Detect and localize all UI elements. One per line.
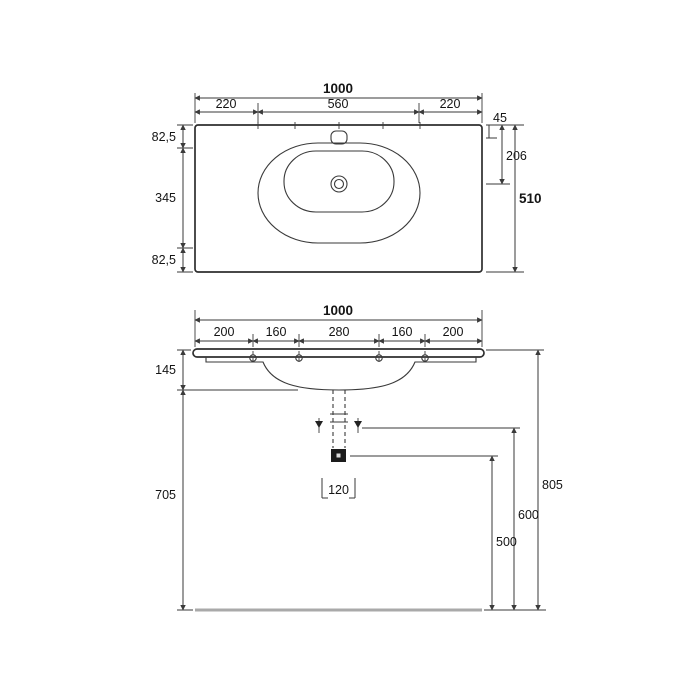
dim-label-plan-total-depth: 510	[519, 191, 542, 206]
plan-view-dimensions: 1000 220 560 220 82,5 345 82,5 45 206 51…	[152, 81, 542, 273]
dim-label-plan-seg-right: 220	[440, 97, 461, 111]
dim-label-front-seg-5: 200	[443, 325, 464, 339]
dim-label-front-outlet-height: 500	[496, 535, 517, 549]
dim-label-plan-seg-left: 220	[216, 97, 237, 111]
dim-label-plan-total-width: 1000	[323, 81, 353, 96]
basin-rim-front	[192, 348, 485, 358]
tap-hole	[330, 130, 348, 145]
anchor-triangle-icon	[315, 421, 323, 428]
plan-view	[194, 122, 483, 273]
basin-underside-profile	[205, 357, 477, 391]
drain-hole-inner	[333, 178, 345, 190]
dim-label-front-seg-2: 160	[266, 325, 287, 339]
dim-label-plan-drain-offset: 206	[506, 149, 527, 163]
dim-label-front-trap-height: 600	[518, 508, 539, 522]
dim-label-plan-seg-mid: 560	[328, 97, 349, 111]
dim-label-front-underside-height: 705	[155, 488, 176, 502]
tap-position-ticks	[257, 122, 421, 129]
ext-plan-depth-segments	[177, 124, 193, 273]
basin-outline-plan	[194, 124, 483, 273]
dim-label-front-seg-3: 280	[329, 325, 350, 339]
drain-pipe-hidden	[332, 390, 346, 448]
anchor-symbols	[315, 418, 362, 433]
front-view	[192, 348, 485, 612]
ext-plan-right-dims	[486, 124, 524, 273]
dim-label-front-seg-1: 200	[214, 325, 235, 339]
dim-label-front-rim-height: 805	[542, 478, 563, 492]
drain-hole-outer	[330, 175, 348, 193]
dim-label-plan-depth-bottom: 82,5	[152, 253, 176, 267]
dim-bracket-drain-clearance	[321, 478, 356, 499]
fixing-hole-centerlines	[252, 351, 426, 365]
dim-label-plan-depth-top: 82,5	[152, 130, 176, 144]
anchor-triangle-icon	[354, 421, 362, 428]
drain-pipe-coupling	[330, 413, 348, 423]
basin-rim-oval	[257, 142, 421, 244]
dim-label-drain-clearance: 120	[328, 483, 349, 497]
dim-label-front-seg-4: 160	[392, 325, 413, 339]
dim-label-plan-depth-mid: 345	[155, 191, 176, 205]
ext-front-right-dims	[350, 349, 546, 611]
basin-inner-oval	[283, 150, 395, 213]
dim-label-front-total-width: 1000	[323, 303, 353, 318]
waste-outlet-center	[336, 453, 341, 458]
dim-label-front-basin-height: 145	[155, 363, 176, 377]
front-view-dimensions: 1000 200 160 280 160 200 145 705 120 805…	[155, 303, 563, 611]
fixing-holes	[249, 351, 429, 365]
ext-front-left-dims	[177, 349, 298, 611]
dim-label-plan-tap-offset: 45	[493, 111, 507, 125]
